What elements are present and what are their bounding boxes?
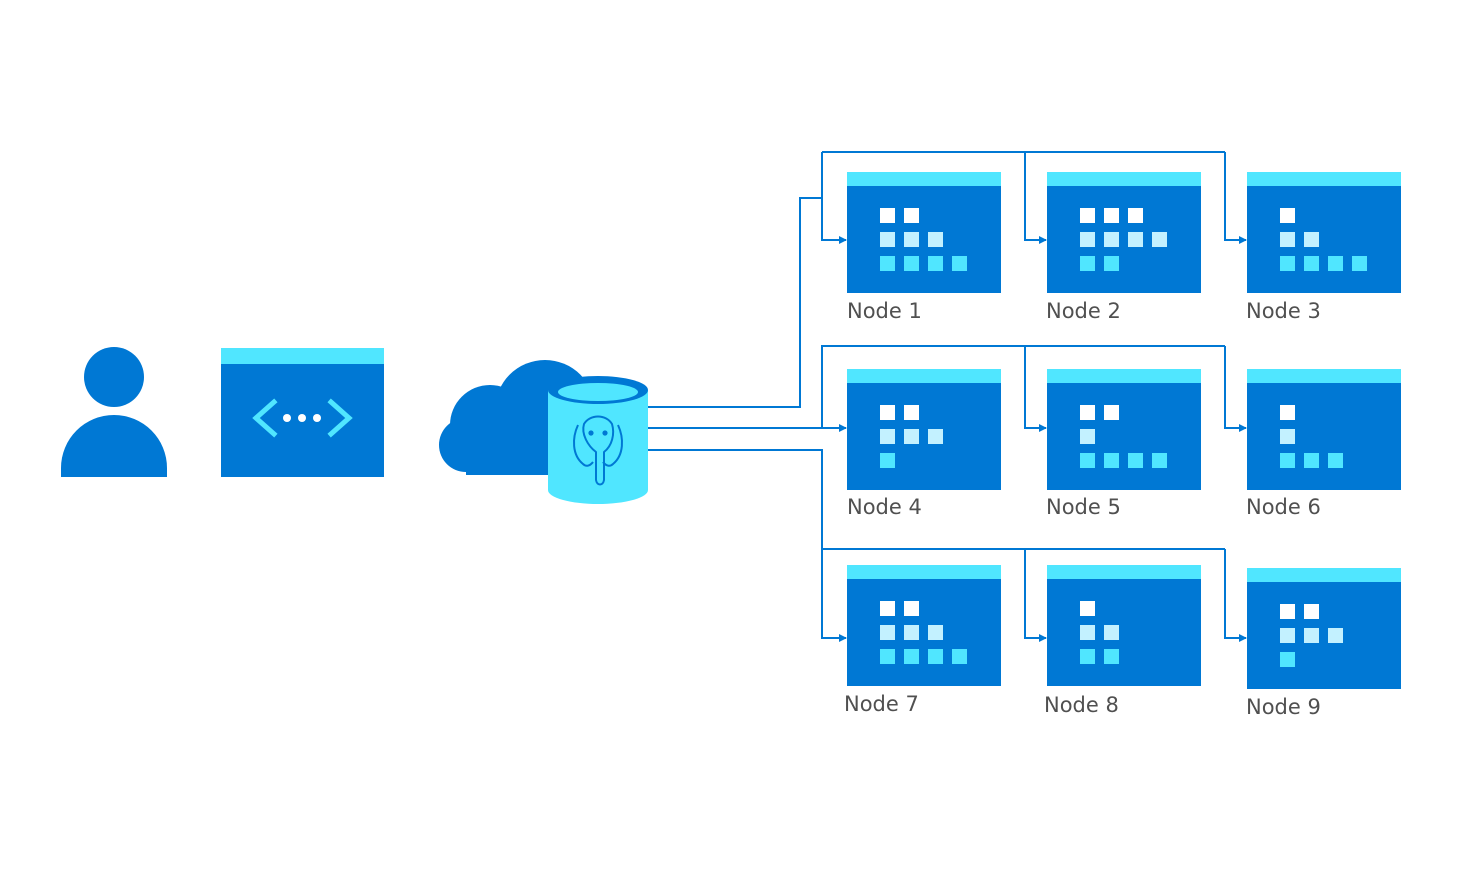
server-node-icon bbox=[1247, 568, 1401, 689]
server-node-icon bbox=[1047, 369, 1201, 490]
connector-to-node-7 bbox=[821, 549, 847, 642]
connectors bbox=[648, 151, 1247, 642]
node-label: Node 7 bbox=[844, 692, 919, 716]
node-label: Node 2 bbox=[1046, 299, 1121, 323]
postgresql-database-icon bbox=[548, 376, 648, 504]
connector-to-node-1 bbox=[821, 152, 847, 244]
node-label: Node 3 bbox=[1246, 299, 1321, 323]
server-node-icon bbox=[847, 369, 1001, 490]
node-2: Node 2 bbox=[1046, 172, 1201, 323]
node-3: Node 3 bbox=[1246, 172, 1401, 323]
connector-to-node-3 bbox=[1224, 152, 1247, 244]
node-6: Node 6 bbox=[1246, 369, 1401, 519]
node-label: Node 8 bbox=[1044, 693, 1119, 717]
server-node-icon bbox=[847, 565, 1001, 686]
connector-to-node-8 bbox=[1024, 549, 1047, 642]
server-node-icon bbox=[847, 172, 1001, 293]
connector-to-node-5 bbox=[1024, 346, 1047, 432]
node-7: Node 7 bbox=[844, 565, 1001, 716]
server-node-icon bbox=[1247, 172, 1401, 293]
node-label: Node 9 bbox=[1246, 695, 1321, 719]
elephant-icon bbox=[573, 415, 623, 486]
node-8: Node 8 bbox=[1044, 565, 1201, 717]
node-label: Node 5 bbox=[1046, 495, 1121, 519]
node-label: Node 1 bbox=[847, 299, 922, 323]
server-node-icon bbox=[1047, 172, 1201, 293]
nodes: Node 1 Node 2 Node 3 Node 4 Node 5 Node 6 Node… bbox=[844, 172, 1401, 719]
connector-to-node-9 bbox=[1224, 549, 1247, 642]
server-node-icon bbox=[1047, 565, 1201, 686]
server-node-icon bbox=[1247, 369, 1401, 490]
connector-row2-bus bbox=[821, 345, 1225, 428]
node-label: Node 6 bbox=[1246, 495, 1321, 519]
node-5: Node 5 bbox=[1046, 369, 1201, 519]
connector-to-node-6 bbox=[1224, 346, 1247, 432]
connector-to-row3 bbox=[648, 449, 1225, 550]
node-9: Node 9 bbox=[1246, 568, 1401, 719]
connector-to-row1 bbox=[648, 197, 822, 408]
user-icon bbox=[61, 347, 167, 477]
node-1: Node 1 bbox=[847, 172, 1001, 323]
web-app-icon bbox=[221, 348, 384, 477]
connector-to-node-2 bbox=[1024, 152, 1047, 244]
node-4: Node 4 bbox=[847, 369, 1001, 519]
node-label: Node 4 bbox=[847, 495, 922, 519]
